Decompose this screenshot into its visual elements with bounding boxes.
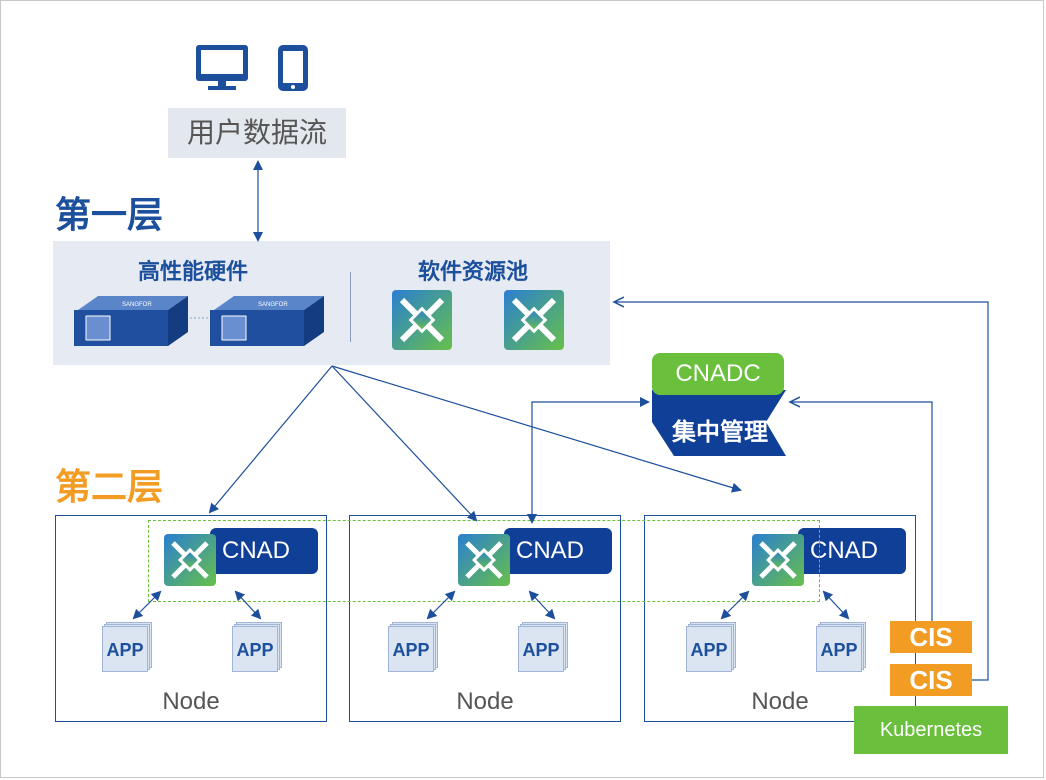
layer1-title: 第一层 [55,194,164,235]
app-3-2: APP [816,622,866,672]
cnad-icons [164,534,804,586]
cnad-1: CNAD [210,528,318,574]
app-2-1: APP [388,622,438,672]
cnadc-label: CNADC [652,353,784,395]
brand-text-1: SANGFOR [122,302,152,308]
cnad-2: CNAD [504,528,612,574]
app-1-2: APP [232,622,282,672]
software-pool-label: 软件资源池 [418,259,529,284]
app-label: APP [816,626,862,672]
hardware-device-1: SANGFOR [74,296,188,346]
adc-icon-1 [392,290,452,350]
panel-divider [350,272,351,342]
brand-text-2: SANGFOR [258,302,288,308]
hardware-device-2: SANGFOR [210,296,324,346]
kubernetes-label: Kubernetes [854,706,1008,754]
layer2-title: 第二层 [55,466,164,507]
software-pool-icons [392,290,564,350]
hardware-label: 高性能硬件 [138,259,249,284]
app-label: APP [686,626,732,672]
hardware-devices: SANGFOR SANGFOR [74,296,324,346]
central-management-label: 集中管理 [672,419,768,446]
cnad-icon-2 [458,534,510,586]
devices-group [196,45,308,91]
app-2-2: APP [518,622,568,672]
user-data-flow-label: 用户数据流 [168,108,346,158]
node-2-label: Node [456,688,514,715]
app-label: APP [232,626,278,672]
app-3-1: APP [686,622,736,672]
app-1-1: APP [102,622,152,672]
app-label: APP [388,626,434,672]
node-1-label: Node [162,688,220,715]
monitor-icon [196,45,248,90]
cnad-icon-3 [752,534,804,586]
cnad-icon-1 [164,534,216,586]
cis-badge-2: CIS [890,664,972,696]
app-label: APP [518,626,564,672]
cis-badge-1: CIS [890,621,972,653]
app-label: APP [102,626,148,672]
adc-icon-2 [504,290,564,350]
node-3-label: Node [751,688,809,715]
phone-icon [278,45,308,91]
